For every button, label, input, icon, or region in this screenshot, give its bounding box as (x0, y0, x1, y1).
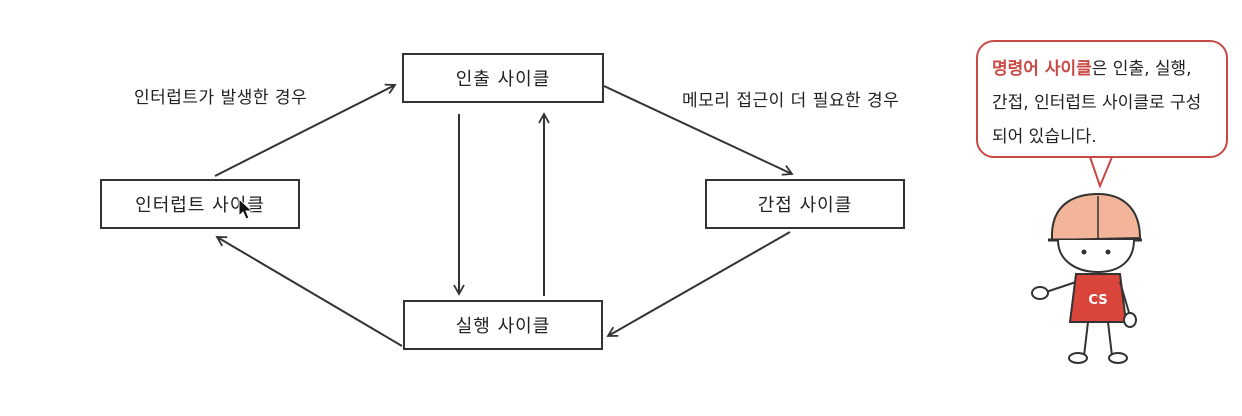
speech-bubble-tail (1090, 157, 1112, 186)
node-execute-cycle: 실행 사이클 (403, 300, 603, 350)
node-interrupt-cycle: 인터럽트 사이클 (100, 179, 300, 229)
edge-label-interrupt-occurred: 인터럽트가 발생한 경우 (134, 83, 307, 108)
arrow-execute-to-interrupt (217, 237, 402, 346)
node-execute-label: 실행 사이클 (456, 312, 551, 338)
edge-label-memory-access-needed: 메모리 접근이 더 필요한 경우 (682, 86, 899, 111)
arrow-indirect-to-execute (608, 232, 790, 336)
mascot-character: CS (1032, 194, 1142, 363)
mascot-shirt-label: CS (1088, 293, 1107, 308)
node-fetch-label: 인출 사이클 (456, 65, 551, 91)
node-indirect-label: 간접 사이클 (758, 191, 853, 217)
speech-bubble: 명령어 사이클은 인출, 실행, 간접, 인터럽트 사이클로 구성되어 있습니다… (976, 40, 1228, 158)
node-indirect-cycle: 간접 사이클 (705, 179, 905, 229)
bubble-highlight: 명령어 사이클 (992, 59, 1092, 79)
node-fetch-cycle: 인출 사이클 (402, 53, 604, 103)
mouse-cursor-icon (238, 198, 254, 220)
